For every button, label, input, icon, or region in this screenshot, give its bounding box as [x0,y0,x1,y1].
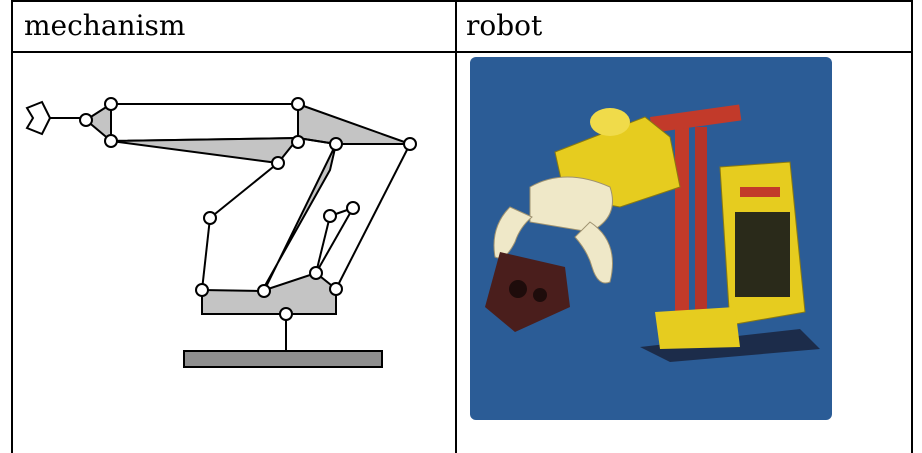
joint-icon [330,283,342,295]
joint-icon [196,284,208,296]
gripper-icon [27,102,50,134]
forearm-plate [111,138,298,163]
link-e [316,216,330,273]
table-left-border [11,0,13,453]
header-divider [11,51,913,53]
robot-base [655,307,740,349]
red-column-1 [675,122,689,322]
joint-icon [292,98,304,110]
joint-icon [330,138,342,150]
robot-photo [470,57,832,420]
red-column-2 [695,127,707,317]
joint-icon [80,114,92,126]
joint-icon [204,212,216,224]
shoulder-joint [590,108,630,136]
cabinet-label [740,187,780,197]
elbow-plate [298,104,410,144]
link-a [210,163,278,218]
joint-icon [280,308,292,320]
link-b [202,218,210,290]
table-right-border [911,0,913,453]
joint-icon [324,210,336,222]
cabinet-window [735,212,790,297]
joint-icon [105,98,117,110]
header-robot: robot [466,9,542,43]
upper-arm-frame [111,104,298,141]
joint-icon [258,285,270,297]
mechanism-diagram [20,80,440,380]
header-mechanism: mechanism [24,9,185,43]
column-divider [455,0,457,453]
ground-base [184,351,382,367]
part-hole-2 [533,288,547,302]
joint-icon [347,202,359,214]
joint-icon [105,135,117,147]
joint-icon [272,157,284,169]
joint-icon [310,267,322,279]
table-top-border [11,0,913,2]
part-hole-1 [509,280,527,298]
joint-icon [292,136,304,148]
joint-icon [404,138,416,150]
gripper-body [530,177,613,232]
